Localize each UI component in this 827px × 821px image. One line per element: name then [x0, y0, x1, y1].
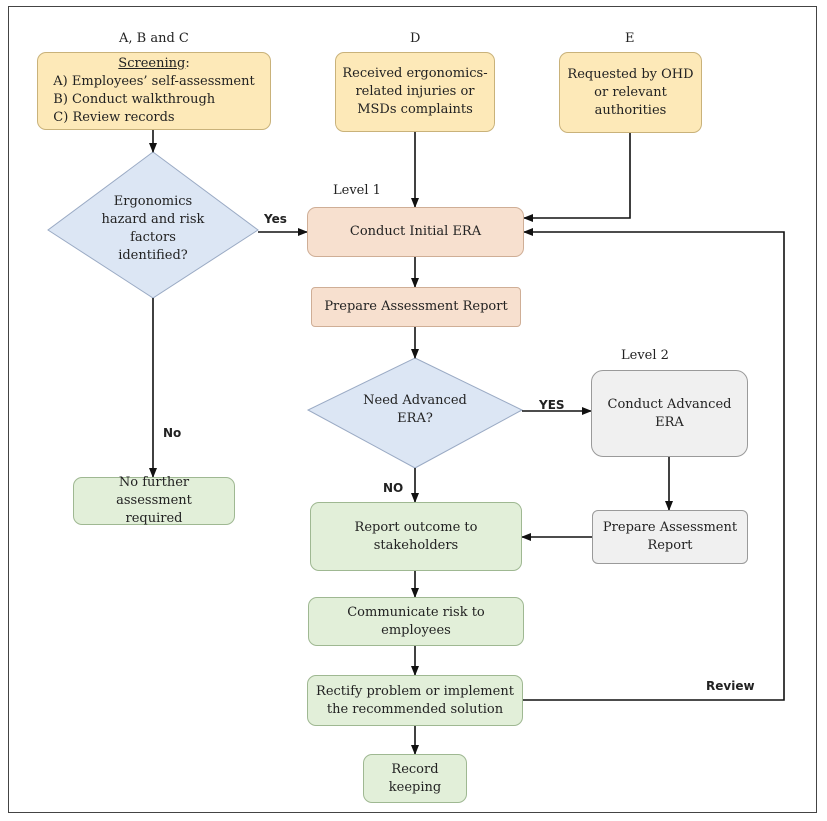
node-record-line1: Record: [391, 761, 439, 777]
node-prepare-assessment-report: Prepare Assessment Report: [311, 287, 521, 327]
node-prepare-assessment-report-label: Prepare Assessment Report: [324, 299, 508, 314]
level2-label: Level 2: [621, 348, 669, 363]
node-no-further-line1: No further assessment: [116, 475, 192, 508]
node-prepare2-line1: Prepare Assessment: [602, 520, 738, 535]
box-d-complaints: Received ergonomics- related injuries or…: [335, 52, 495, 132]
edge-label-yes: Yes: [264, 212, 287, 226]
node-communicate-label: Communicate risk to employees: [347, 604, 485, 638]
decision1-line4: identified?: [118, 248, 188, 263]
decision1-text: Ergonomics hazard and risk factors ident…: [90, 188, 216, 270]
box-e-line1: Requested by OHD: [567, 66, 694, 82]
source-label-e: E: [625, 31, 635, 46]
box-d-line3: MSDs complaints: [357, 102, 473, 117]
box-d-line1: Received ergonomics-: [342, 66, 488, 81]
box-e-line2: or relevant: [594, 84, 667, 100]
node-conduct-initial-era-label: Conduct Initial ERA: [349, 224, 482, 239]
node-prepare-assessment-report-2: Prepare Assessment Report: [592, 510, 748, 564]
node-report-outcome-line1: Report outcome to: [354, 519, 478, 535]
node-rectify-line1: Rectify problem or implement: [316, 683, 514, 699]
level1-label: Level 1: [333, 183, 381, 198]
node-report-outcome: Report outcome to stakeholders: [310, 502, 522, 571]
source-label-abc: A, B and C: [119, 31, 189, 46]
decision2-text: Need Advanced ERA?: [345, 388, 485, 432]
node-no-further-line2: required: [125, 511, 183, 526]
node-communicate-risk: Communicate risk to employees: [308, 597, 524, 646]
node-advanced-line2: ERA: [655, 414, 684, 430]
arrow-e-to-initial-era: [523, 133, 631, 222]
node-no-further-assessment: No further assessment required: [73, 475, 235, 526]
node-rectify-problem: Rectify problem or implement the recomme…: [307, 675, 523, 726]
arrow-review-loop: [523, 228, 785, 701]
screening-item-a: A) Employees’ self-assessment: [53, 74, 255, 89]
node-record-keeping: Record keeping: [363, 754, 467, 803]
decision2-line1: Need Advanced: [363, 393, 467, 408]
box-e-requested: Requested by OHD or relevant authorities: [559, 52, 702, 133]
node-rectify-line2: the recommended solution: [326, 701, 504, 717]
screening-item-b: B) Conduct walkthrough: [53, 92, 216, 107]
edge-label-review: Review: [706, 679, 755, 693]
node-advanced-line1: Conduct Advanced: [607, 396, 732, 412]
box-d-line2: related injuries or: [355, 84, 475, 99]
decision1-line1: Ergonomics: [113, 194, 193, 209]
edge-label-no-advanced: NO: [383, 481, 404, 495]
node-conduct-advanced-era: Conduct Advanced ERA: [591, 370, 748, 457]
decision1-line2: hazard and risk: [101, 212, 205, 227]
node-report-outcome-line2: stakeholders: [373, 537, 459, 553]
box-e-line3: authorities: [594, 102, 667, 118]
source-label-d: D: [410, 31, 421, 46]
screening-title: Screening: [118, 56, 186, 71]
decision1-line3: factors: [130, 230, 176, 245]
edge-label-yes-advanced: YES: [539, 398, 565, 412]
node-record-line2: keeping: [388, 779, 442, 795]
screening-item-c: C) Review records: [53, 110, 175, 125]
node-conduct-initial-era: Conduct Initial ERA: [307, 207, 524, 257]
edge-label-no: No: [163, 426, 182, 440]
node-prepare2-line2: Report: [647, 538, 693, 553]
screening-box: Screening: A) Employees’ self-assessment…: [37, 52, 271, 130]
decision2-line2: ERA?: [397, 411, 433, 426]
diagram-frame: [8, 6, 817, 813]
